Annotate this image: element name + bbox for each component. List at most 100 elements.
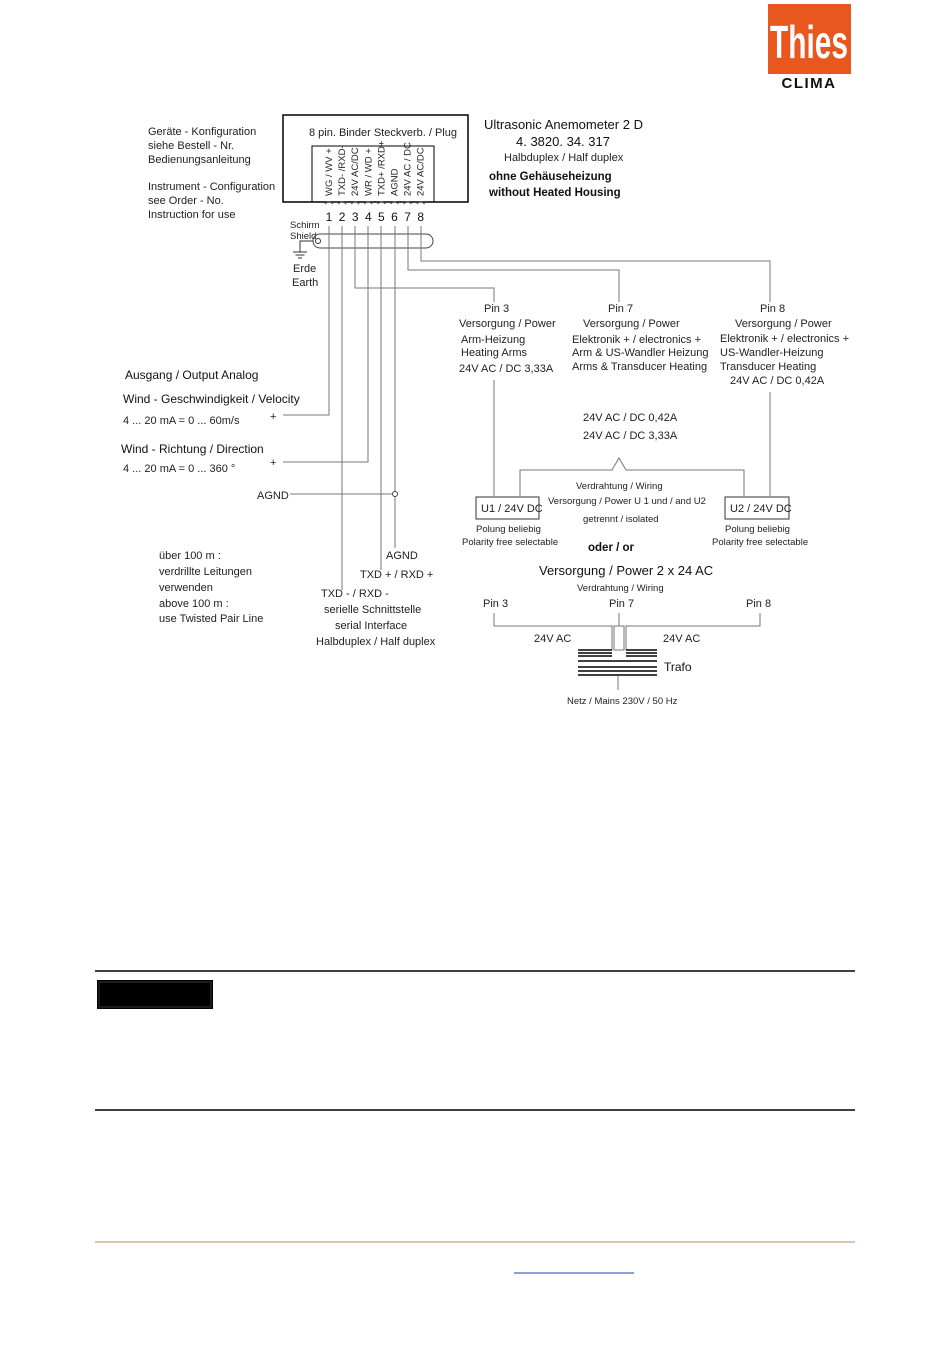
plug-pin-terminal <box>416 201 426 205</box>
wire-power2-pin3 <box>493 613 613 650</box>
supply-pin3-line: Heating Arms <box>461 347 528 359</box>
analog-velocity-label: Wind - Geschwindigkeit / Velocity <box>123 392 300 406</box>
plug-pin-terminal <box>390 201 399 205</box>
analog-title: Ausgang / Output Analog <box>125 368 258 382</box>
u2-box <box>724 496 790 520</box>
analog-velocity-range: 4 ... 20 mA = 0 ... 60m/s <box>123 415 240 427</box>
mains-label: Netz / Mains 230V / 50 Hz <box>567 696 678 707</box>
logo-brand: Thies <box>770 16 848 68</box>
supply-pin8-line: Versorgung / Power <box>735 318 832 330</box>
plug-pin-label: 24V AC/DC <box>416 147 427 196</box>
supply-pin3-line: Versorgung / Power <box>459 318 556 330</box>
twisted-line: above 100 m : <box>159 598 229 610</box>
supply-pin8-line: US-Wandler-Heizung <box>720 347 824 359</box>
earth-label-en: Earth <box>292 277 318 289</box>
u1-supply: U1 / 24V DC Polung beliebig Polarity fre… <box>462 496 558 548</box>
u2-polarity-en: Polarity free selectable <box>712 537 808 548</box>
supply-pin7-label: Pin 7 <box>608 303 633 315</box>
logo-sub: CLIMA <box>782 75 837 92</box>
wire-pin7-split <box>519 457 745 496</box>
supply-pin3: Pin 3 Versorgung / Power Arm-Heizung Hea… <box>459 303 556 375</box>
twisted-line: use Twisted Pair Line <box>159 613 263 625</box>
current-b: 24V AC / DC 3,33A <box>583 430 678 442</box>
twisted-line: verdrillte Leitungen <box>159 566 252 578</box>
plug-pin-number: 2 <box>339 210 346 224</box>
wire-pin1 <box>283 226 330 416</box>
supply-pin8-label: Pin 8 <box>760 303 785 315</box>
supply-pin7-line: Versorgung / Power <box>583 318 680 330</box>
thies-logo: Thies CLIMA <box>768 4 851 92</box>
plug-pin-number: 7 <box>404 210 411 224</box>
shield-cable: Schirm Shield Erde Earth <box>290 220 434 289</box>
supply-pin3-label: Pin 3 <box>484 303 509 315</box>
note-label-block <box>97 980 213 1009</box>
power2-pin8: Pin 8 <box>746 598 771 610</box>
config-note-line: Instrument - Configuration <box>148 181 275 193</box>
plug-pin-terminal <box>403 201 412 205</box>
power-2x24ac: Versorgung / Power 2 x 24 AC Verdrahtung… <box>483 563 771 707</box>
plug-pin-terminal <box>377 201 386 205</box>
plug-pin-label: AGND <box>390 168 401 196</box>
device-heating-en: without Heated Housing <box>488 187 621 199</box>
logo-box <box>768 4 851 74</box>
power2-title: Versorgung / Power 2 x 24 AC <box>539 563 713 578</box>
u2-polarity-de: Polung beliebig <box>725 524 790 535</box>
serial-interface: AGND TXD + / RXD + TXD - / RXD - seriell… <box>316 550 436 648</box>
config-note-line: Instruction for use <box>148 209 235 221</box>
u2-supply: U2 / 24V DC Polung beliebig Polarity fre… <box>712 496 808 548</box>
config-note: Geräte - Konfiguration siehe Bestell - N… <box>148 126 275 221</box>
wire-pin3 <box>354 226 495 302</box>
plug-connector: 8 pin. Binder Steckverb. / Plug WG / WV … <box>282 114 469 224</box>
transformer-primary <box>578 666 657 676</box>
plug-pin-number: 1 <box>326 210 333 224</box>
supply-pin8-line: Transducer Heating <box>720 361 816 373</box>
serial-agnd: AGND <box>386 550 418 562</box>
transformer-winding-right <box>626 649 657 657</box>
serial-line3: Halbduplex / Half duplex <box>316 636 436 648</box>
note-label-frame <box>98 981 212 1008</box>
u1-label: U1 / 24V DC <box>481 503 543 515</box>
serial-txd-minus: TXD - / RXD - <box>321 588 389 600</box>
plug-pin-label: 24V AC / DC <box>403 142 414 196</box>
analog-direction-plus: + <box>270 457 276 469</box>
current-a: 24V AC / DC 0,42A <box>583 412 678 424</box>
plug-pin-terminal <box>324 201 334 205</box>
plug-pin-terminal <box>363 201 373 205</box>
twisted-line: über 100 m : <box>159 550 221 562</box>
serial-txd-plus: TXD + / RXD + <box>360 569 433 581</box>
wire-pin7 <box>407 226 620 302</box>
config-note-line: siehe Bestell - Nr. <box>148 140 234 152</box>
device-title: Ultrasonic Anemometer 2 D <box>484 117 643 132</box>
config-note-line: see Order - No. <box>148 195 224 207</box>
plug-title: 8 pin. Binder Steckverb. / Plug <box>309 127 457 139</box>
plug-pin-label: WG / WV + <box>324 148 335 196</box>
config-note-line: Geräte - Konfiguration <box>148 126 256 138</box>
wire-power2-pin8 <box>625 613 761 650</box>
device-heating-de: ohne Gehäuseheizung <box>489 171 612 183</box>
plug-pin-label: WR / WD + <box>363 148 374 196</box>
device-info: Ultrasonic Anemometer 2 D 4. 3820. 34. 3… <box>484 117 643 199</box>
u2-label: U2 / 24V DC <box>730 503 792 515</box>
supply-pin8-line: Elektronik + / electronics + <box>720 333 849 345</box>
note-section <box>95 970 855 1111</box>
supply-wiring: 24V AC / DC 0,42A 24V AC / DC 3,33A Verd… <box>493 380 771 525</box>
wiring-line2: Versorgung / Power U 1 und / and U2 <box>548 496 706 507</box>
earth-wire <box>299 240 313 252</box>
plug-pin-label: TXD+ /RXD+ <box>376 140 387 196</box>
plug-pin-label: TXD- /RXD- <box>337 145 348 196</box>
supply-pin7-line: Elektronik + / electronics + <box>572 334 701 346</box>
power2-pin3: Pin 3 <box>483 598 508 610</box>
footer <box>95 1241 855 1274</box>
supply-pin7-line: Arms & Transducer Heating <box>572 361 707 373</box>
supply-pin7-line: Arm & US-Wandler Heizung <box>572 347 709 359</box>
shield-terminal <box>315 238 321 244</box>
pin-wires <box>283 226 771 590</box>
config-note-line: Bedienungsanleitung <box>148 154 251 166</box>
power2-ac-right: 24V AC <box>663 633 700 645</box>
earth-symbol <box>293 251 307 259</box>
power2-wiring: Verdrahtung / Wiring <box>577 583 664 594</box>
analog-output: Ausgang / Output Analog Wind - Geschwind… <box>121 368 300 502</box>
analog-direction-label: Wind - Richtung / Direction <box>121 442 264 456</box>
device-order-no: 4. 3820. 34. 317 <box>516 134 610 149</box>
